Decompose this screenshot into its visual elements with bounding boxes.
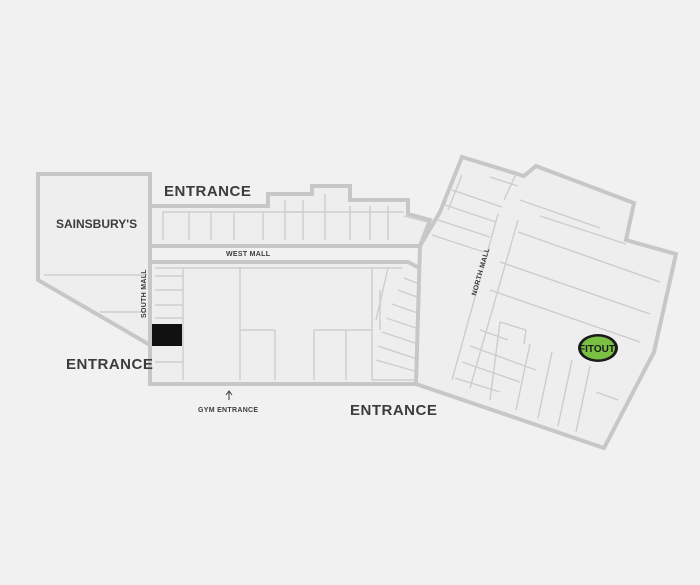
fitout-logo[interactable]: FITOUT: [578, 334, 618, 362]
up-arrow-icon: [225, 390, 233, 400]
north-mall-corridor: [451, 213, 519, 389]
entrance-left-label: ENTRANCE: [66, 356, 153, 373]
connector: [403, 215, 429, 223]
entrance-top-label: ENTRANCE: [164, 183, 251, 200]
central-block: [148, 260, 445, 386]
highlighted-unit[interactable]: [152, 324, 182, 346]
sainsburys-label: SAINSBURY'S: [56, 217, 137, 231]
svg-text:FITOUT: FITOUT: [579, 344, 615, 355]
gym-entrance-label: GYM ENTRANCE: [198, 407, 258, 414]
east-wing: [413, 154, 679, 451]
entrance-bottom-label: ENTRANCE: [350, 402, 437, 419]
sainsburys-store[interactable]: [36, 172, 152, 349]
south-mall-label: SOUTH MALL: [141, 269, 148, 318]
west-mall-label: WEST MALL: [226, 251, 271, 258]
